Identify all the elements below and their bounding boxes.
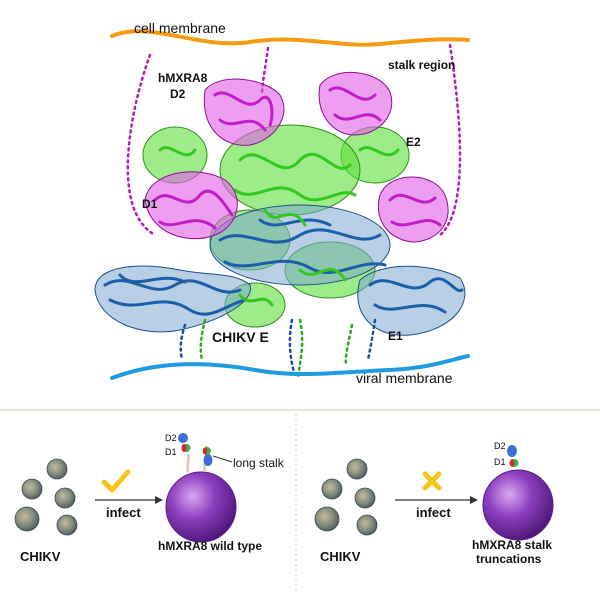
infect-label: infect [106,505,141,520]
cell-membrane-label: cell membrane [134,20,226,36]
viral-membrane-label: viral membrane [356,370,453,386]
cross-icon [422,471,442,491]
structure-panel: cell membrane [94,20,470,386]
chikv-e-label: CHIKV E [212,329,269,345]
long-stalk-pointer [212,455,233,463]
infect-label: infect [416,505,451,520]
e1-ribbons [103,218,464,316]
e1-stalks [179,318,377,377]
d1-label-right: D1 [494,457,506,467]
host-cell [482,469,554,541]
receptor-glyph-truncated [507,445,519,467]
cell-membrane-line [110,29,470,47]
checkmark-icon [101,469,131,493]
receptor-ribbons [153,86,442,230]
viral-membrane-line [110,354,470,380]
receptor-glyph-long-stalk [202,445,213,473]
receptor-name-label: hMXRA8 [158,71,208,85]
virus-particles-right [314,458,378,536]
receptor-glyph-left [178,433,191,473]
d2-label-right: D2 [494,441,506,451]
truncation-panel: CHIKV infect D2 D1 hMXRA8 stalk truncati… [314,441,554,566]
e2-label: E2 [406,135,421,149]
virus-label: CHIKV [320,549,361,564]
cell-label-line1: hMXRA8 stalk [472,538,552,552]
host-cell [165,471,237,543]
virus-particles-left [14,458,78,536]
arrowhead-icon [470,496,478,504]
wild-type-panel: CHIKV infect D2 D1 long stalk hMXRA8 wil… [14,433,285,564]
e1-label: E1 [388,329,403,343]
long-stalk-label: long stalk [233,456,285,470]
arrowhead-icon [155,496,163,504]
d1-label-left: D1 [165,447,177,457]
cell-label: hMXRA8 wild type [158,539,262,553]
virus-label: CHIKV [20,549,61,564]
cell-label-line2: truncations [476,552,542,566]
d1-label: D1 [142,197,158,211]
stalk-region-label: stalk region [388,58,455,72]
d2-label-left: D2 [165,433,177,443]
e2-ribbons [158,146,400,307]
d2-label: D2 [170,87,186,101]
